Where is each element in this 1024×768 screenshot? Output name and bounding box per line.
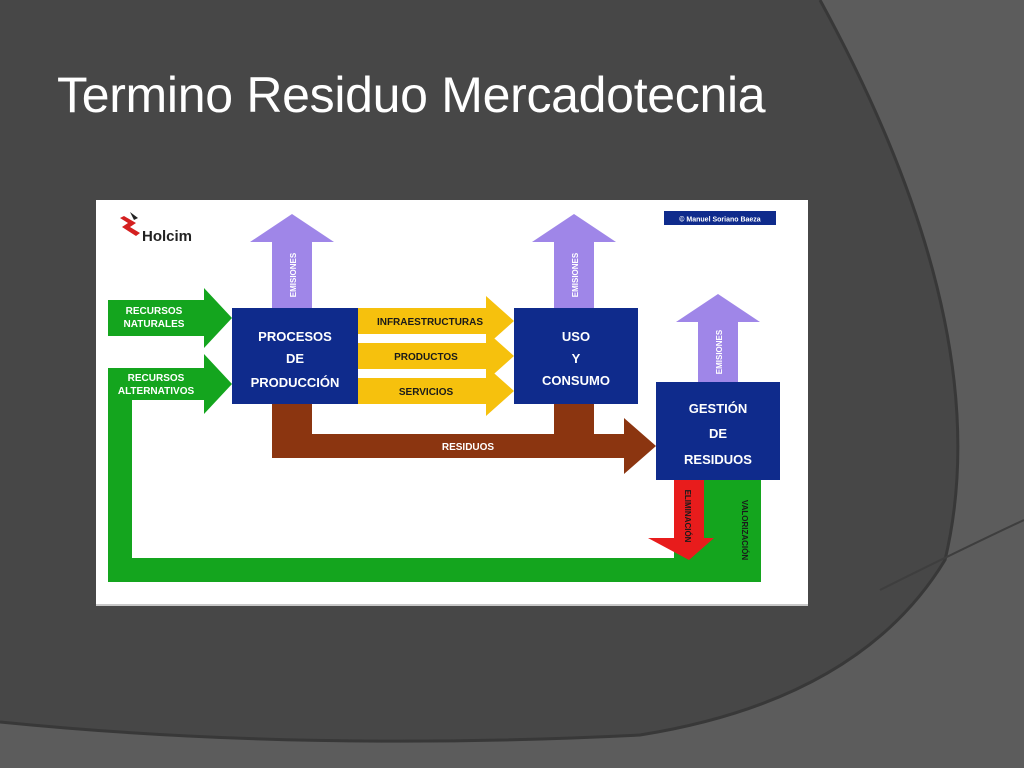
- uso-label-2: Y: [572, 351, 581, 366]
- uso-label-1: USO: [562, 329, 590, 344]
- flow-arrow-servicios: [358, 366, 514, 416]
- flow-label-servicios: SERVICIOS: [399, 387, 454, 398]
- valorizacion-label: VALORIZACIÓN: [740, 500, 749, 561]
- gestion-label-1: GESTIÓN: [689, 401, 748, 416]
- recursos-alternativos-label-2: ALTERNATIVOS: [118, 386, 195, 397]
- eliminacion-arrow: [648, 480, 714, 560]
- emisiones-label-procesos: EMISIONES: [289, 252, 298, 297]
- box-uso-y-consumo: [514, 308, 638, 404]
- holcim-logo: Holcim: [120, 212, 192, 245]
- emisiones-label-gestion: EMISIONES: [715, 329, 724, 374]
- gestion-label-3: RESIDUOS: [684, 452, 752, 467]
- gestion-label-2: DE: [709, 426, 727, 441]
- procesos-label-3: PRODUCCIÓN: [251, 375, 340, 390]
- residuos-arrow: [272, 400, 656, 474]
- box-gestion-de-residuos: [656, 382, 780, 480]
- recursos-naturales-label-2: NATURALES: [124, 319, 185, 330]
- flow-arrow-productos: [358, 331, 514, 381]
- recursos-naturales-label-1: RECURSOS: [126, 306, 183, 317]
- valorizacion-return-loop: [108, 368, 761, 582]
- emisiones-arrow-uso: [532, 214, 616, 308]
- recursos-alternativos-arrow: [108, 354, 232, 414]
- recursos-alternativos-label-1: RECURSOS: [128, 373, 185, 384]
- uso-label-3: CONSUMO: [542, 373, 610, 388]
- slide-title: Termino Residuo Mercadotecnia: [57, 67, 766, 123]
- emisiones-label-uso: EMISIONES: [571, 252, 580, 297]
- flow-label-infraestructuras: INFRAESTRUCTURAS: [377, 317, 483, 328]
- waste-management-diagram: Holcim © Manuel Soriano Baeza RECURSOS N…: [96, 200, 808, 606]
- recursos-naturales-arrow: [108, 288, 232, 348]
- credit-badge: [664, 211, 776, 225]
- residuos-label: RESIDUOS: [442, 442, 495, 453]
- eliminacion-label: ELIMINACIÓN: [683, 490, 692, 543]
- credit-text: © Manuel Soriano Baeza: [679, 216, 761, 224]
- flow-arrow-infraestructuras: [358, 296, 514, 346]
- procesos-label-1: PROCESOS: [258, 329, 332, 344]
- emisiones-arrow-procesos: [250, 214, 334, 308]
- emisiones-arrow-gestion: [676, 294, 760, 382]
- logo-text: Holcim: [142, 228, 192, 245]
- box-procesos-de-produccion: [232, 308, 358, 404]
- flow-label-productos: PRODUCTOS: [394, 352, 458, 363]
- procesos-label-2: DE: [286, 351, 304, 366]
